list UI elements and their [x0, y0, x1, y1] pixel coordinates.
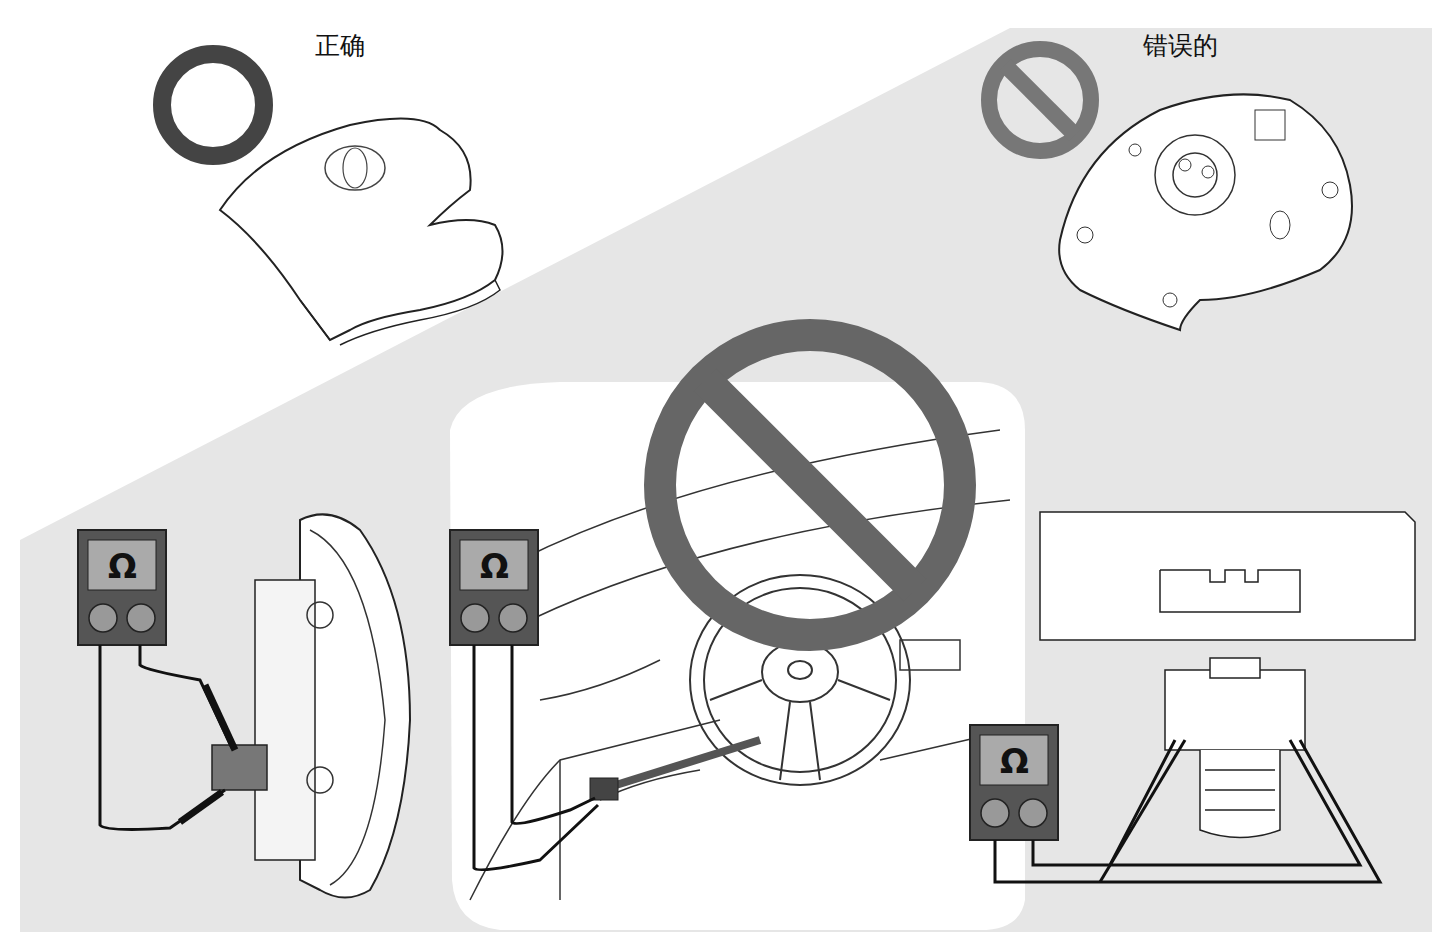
multimeter — [450, 530, 538, 645]
status-heading: 正确 — [315, 29, 365, 62]
ecu-connector — [1165, 658, 1305, 838]
status-heading: 错误的 — [1143, 29, 1218, 62]
airbag-connector — [212, 745, 267, 790]
multimeter — [78, 530, 166, 645]
airbag-back — [1059, 94, 1352, 330]
multimeter — [970, 725, 1058, 840]
correct-mark — [162, 54, 264, 156]
wrong-mark — [989, 49, 1091, 151]
dashboard — [470, 430, 1010, 900]
ohm-symbol: Ω — [1000, 741, 1029, 781]
grey-ground — [20, 28, 1432, 932]
prohibited-mark — [660, 335, 960, 635]
connector-box — [1040, 512, 1415, 640]
airbag-side — [300, 514, 410, 897]
dashboard-ground — [450, 382, 1025, 930]
ohm-symbol: Ω — [108, 546, 137, 586]
logo — [325, 146, 385, 190]
connector-face — [1160, 570, 1300, 612]
ohm-symbol: Ω — [480, 546, 509, 586]
airbag-cover — [220, 119, 503, 340]
